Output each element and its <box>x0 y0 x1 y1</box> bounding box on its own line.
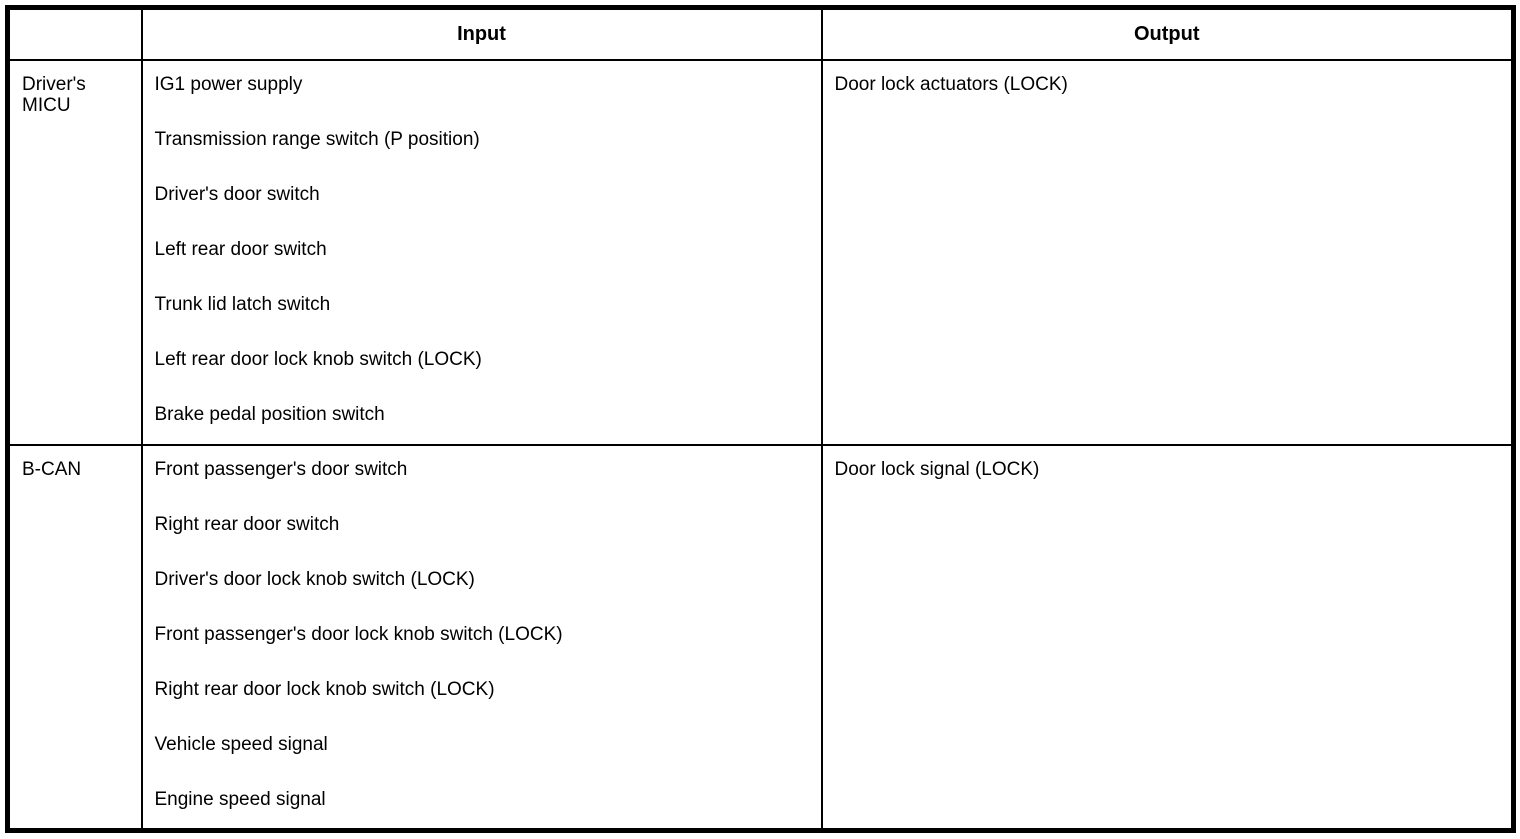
header-input-cell: Input <box>140 6 823 61</box>
input-item: Left rear door lock knob switch (LOCK) <box>154 349 482 370</box>
input-item: IG1 power supply <box>154 74 303 95</box>
header-output-cell: Output <box>820 6 1515 61</box>
header-row: Input Output <box>6 6 1515 61</box>
output-cell: Door lock signal (LOCK) <box>820 444 1515 831</box>
input-item: Trunk lid latch switch <box>154 294 331 315</box>
header-source-cell <box>6 6 143 61</box>
input-item: Engine speed signal <box>154 789 326 810</box>
output-cell: Door lock actuators (LOCK) <box>820 59 1515 446</box>
table-header: Input Output <box>6 6 1515 61</box>
input-item: Driver's door lock knob switch (LOCK) <box>154 569 475 590</box>
output-item: Door lock actuators (LOCK) <box>834 74 1068 95</box>
source-cell: Driver's MICU <box>6 59 143 446</box>
source-label: Driver's MICU <box>22 74 86 116</box>
input-item: Right rear door lock knob switch (LOCK) <box>154 679 495 700</box>
output-item: Door lock signal (LOCK) <box>834 459 1040 480</box>
input-item: Vehicle speed signal <box>154 734 328 755</box>
input-item: Brake pedal position switch <box>154 404 385 425</box>
source-label: B-CAN <box>22 459 82 480</box>
input-item: Front passenger's door switch <box>154 459 408 480</box>
input-item: Driver's door switch <box>154 184 320 205</box>
input-item: Front passenger's door lock knob switch … <box>154 624 563 645</box>
input-output-table: Input Output Driver's MICU IG1 power sup… <box>5 5 1516 833</box>
source-cell: B-CAN <box>6 444 143 831</box>
input-item: Left rear door switch <box>154 239 327 260</box>
input-item: Right rear door switch <box>154 514 340 535</box>
input-item: Transmission range switch (P position) <box>154 129 480 150</box>
